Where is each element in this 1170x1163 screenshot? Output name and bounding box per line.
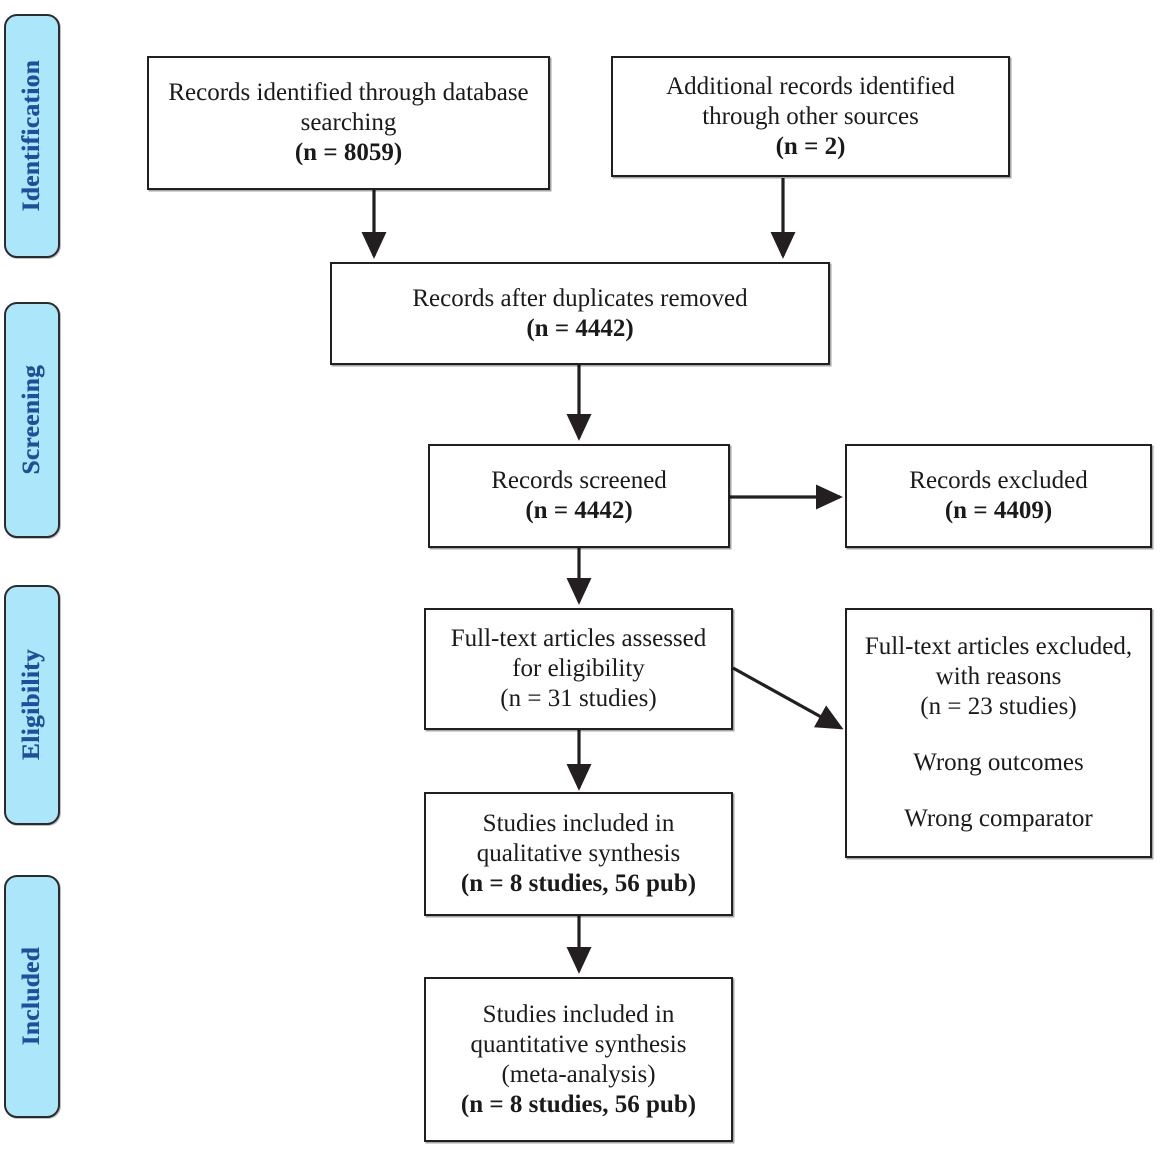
box-count: (n = 23 studies) bbox=[920, 693, 1077, 720]
phase-included: Included bbox=[4, 875, 60, 1118]
box-quantitative-synthesis: Studies included in quantitative synthes… bbox=[424, 977, 733, 1142]
box-line: Records after duplicates removed bbox=[412, 284, 748, 312]
box-count: (n = 8 studies, 56 pub) bbox=[460, 870, 697, 897]
box-records-after-duplicates-removed: Records after duplicates removed (n = 44… bbox=[330, 262, 830, 365]
exclusion-reason: Wrong outcomes bbox=[913, 749, 1084, 776]
box-count: (n = 2) bbox=[775, 132, 846, 160]
box-line: through other sources bbox=[702, 102, 919, 130]
box-records-excluded: Records excluded (n = 4409) bbox=[845, 444, 1152, 548]
box-line: Full-text articles excluded, bbox=[864, 633, 1133, 660]
exclusion-reason: Wrong comparator bbox=[904, 805, 1093, 832]
box-additional-records-other-sources: Additional records identified through ot… bbox=[611, 56, 1010, 177]
box-line: Records screened bbox=[491, 467, 667, 494]
box-line: Records excluded bbox=[909, 467, 1088, 494]
phase-label-eligibility: Eligibility bbox=[18, 649, 45, 761]
phase-identification: Identification bbox=[4, 14, 60, 258]
box-line: quantitative synthesis bbox=[470, 1030, 687, 1058]
phase-label-screening: Screening bbox=[18, 365, 45, 475]
box-fulltext-articles-excluded: Full-text articles excluded, with reason… bbox=[845, 608, 1152, 858]
box-count: (n = 31 studies) bbox=[500, 685, 657, 712]
box-line: Additional records identified bbox=[666, 72, 955, 100]
box-line: with reasons bbox=[935, 663, 1062, 690]
box-line: Records identified through database bbox=[168, 79, 529, 106]
box-line: for eligibility bbox=[512, 655, 645, 682]
box-count: (n = 4409) bbox=[944, 497, 1053, 524]
box-fulltext-articles-assessed: Full-text articles assessed for eligibil… bbox=[424, 608, 733, 730]
box-count: (n = 8 studies, 56 pub) bbox=[460, 1090, 697, 1118]
phase-label-included: Included bbox=[18, 947, 45, 1046]
box-count: (n = 4442) bbox=[526, 314, 634, 342]
phase-label-identification: Identification bbox=[18, 60, 45, 212]
box-line: qualitative synthesis bbox=[476, 840, 681, 867]
box-records-screened: Records screened (n = 4442) bbox=[428, 444, 730, 548]
arrow-fulltext-to-excluded bbox=[732, 666, 844, 730]
box-line: Studies included in bbox=[482, 810, 675, 837]
box-line: Full-text articles assessed bbox=[450, 625, 707, 652]
box-line: Studies included in bbox=[482, 1000, 675, 1028]
phase-eligibility: Eligibility bbox=[4, 585, 60, 825]
box-line: (meta-analysis) bbox=[501, 1060, 656, 1088]
phase-screening: Screening bbox=[4, 302, 60, 538]
box-line: searching bbox=[300, 109, 397, 136]
box-count: (n = 4442) bbox=[525, 497, 633, 524]
box-records-identified-database: Records identified through database sear… bbox=[147, 56, 550, 190]
box-count: (n = 8059) bbox=[294, 139, 403, 166]
box-qualitative-synthesis: Studies included in qualitative synthesi… bbox=[424, 792, 733, 916]
